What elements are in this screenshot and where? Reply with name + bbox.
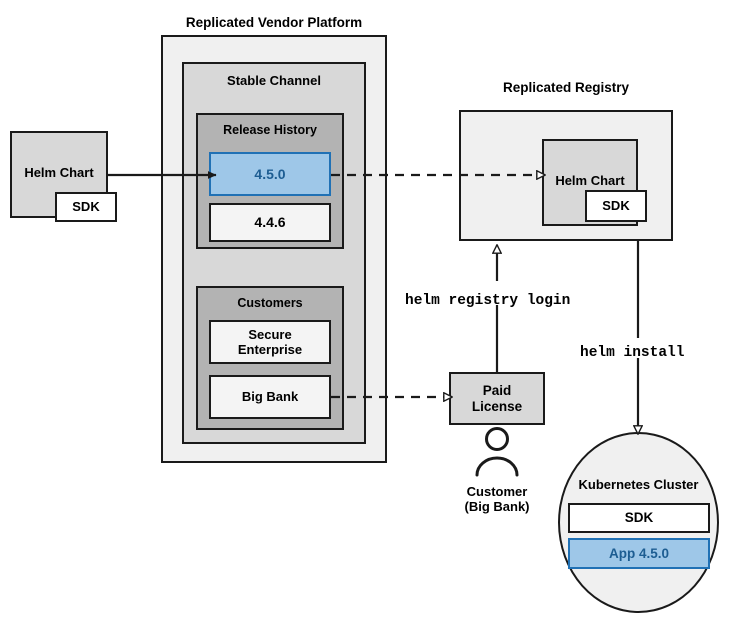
release-version-label: 4.4.6 <box>254 214 286 231</box>
paid-license-label: Paid License <box>471 382 523 414</box>
release-history-title: Release History <box>223 123 317 137</box>
customer-item-big-bank[interactable]: Big Bank <box>209 375 331 419</box>
customer-item-secure-enterprise[interactable]: Secure Enterprise <box>209 320 331 364</box>
cluster-workload-sdk: SDK <box>568 503 710 533</box>
cluster-workload-label: App 4.5.0 <box>608 545 670 561</box>
registry-title: Replicated Registry <box>502 80 630 95</box>
customer-person-icon <box>475 427 519 477</box>
stable-channel-title: Stable Channel <box>227 73 321 88</box>
command-registry-login: helm registry login <box>403 293 573 309</box>
source-sdk-label: SDK <box>72 199 100 215</box>
source-sdk-box: SDK <box>55 192 117 222</box>
platform-title: Replicated Vendor Platform <box>185 15 363 30</box>
registry-helm-chart-label: Helm Chart <box>555 173 625 188</box>
cluster-workload-app: App 4.5.0 <box>568 538 710 569</box>
source-helm-chart-label: Helm Chart <box>24 165 94 180</box>
customer-caption: Customer (Big Bank) <box>464 484 530 515</box>
cluster-title: Kubernetes Cluster <box>578 477 699 492</box>
paid-license-box: Paid License <box>449 372 545 425</box>
release-version-label: 4.5.0 <box>254 165 286 182</box>
registry-sdk-label: SDK <box>602 198 630 214</box>
release-item-4-4-6[interactable]: 4.4.6 <box>209 203 331 242</box>
customer-name-label: Secure Enterprise <box>237 326 303 357</box>
customer-name-label: Big Bank <box>241 389 299 405</box>
customers-title: Customers <box>237 296 303 310</box>
cluster-workload-label: SDK <box>624 510 654 526</box>
registry-sdk-box: SDK <box>585 190 647 222</box>
release-item-4-5-0[interactable]: 4.5.0 <box>209 152 331 196</box>
command-helm-install: helm install <box>578 345 687 361</box>
